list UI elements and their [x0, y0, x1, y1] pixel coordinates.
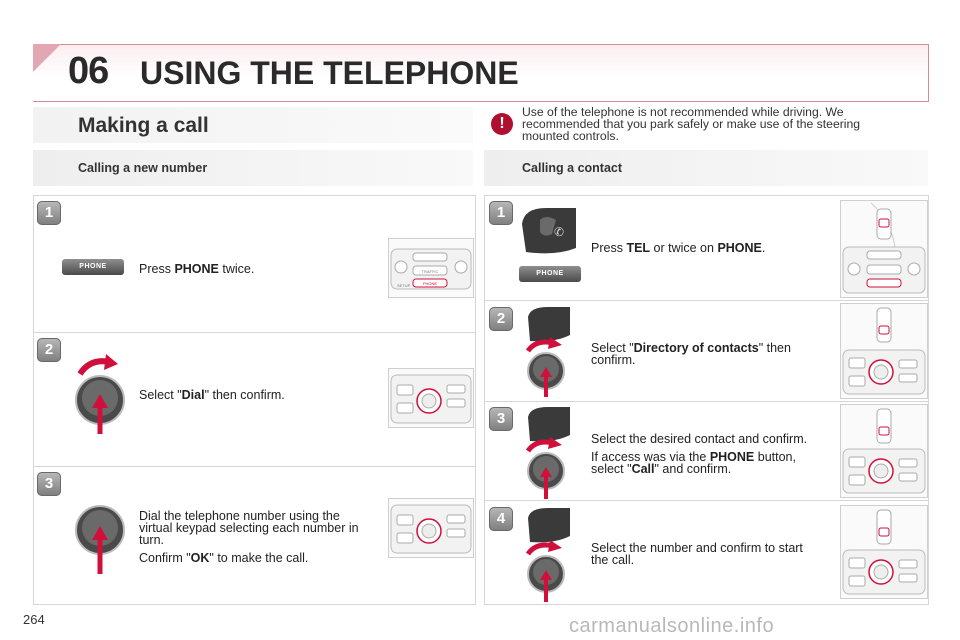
- step-instruction: Select the desired contact and confirm. …: [591, 433, 821, 481]
- left-subheader-band: [33, 150, 473, 186]
- steering-and-console-icon: [840, 303, 928, 399]
- step-paragraph: Select the desired contact and confirm.: [591, 432, 808, 446]
- console-phone-label: PHONE: [423, 281, 438, 286]
- step-paragraph: Confirm "OK" to make the call.: [139, 551, 309, 565]
- section-band: [33, 107, 473, 143]
- section-title: Making a call: [78, 114, 209, 137]
- page-number: 264: [23, 612, 45, 627]
- phone-button-icon: PHONE: [519, 266, 581, 282]
- step-instruction: Select the number and confirm to start t…: [591, 541, 803, 567]
- steering-and-console-icon: [840, 200, 928, 298]
- console-traffic-label: TRAFFIC: [422, 269, 439, 274]
- divider: [484, 401, 929, 402]
- svg-text:✆: ✆: [554, 225, 564, 239]
- step-instruction: Dial the telephone number using the virt…: [139, 510, 359, 570]
- console-setup-label: SETUP: [397, 283, 411, 288]
- step-number-badge: 4: [489, 507, 513, 531]
- steering-and-console-icon: [840, 404, 928, 498]
- left-subheader: Calling a new number: [78, 161, 208, 175]
- divider: [33, 466, 476, 467]
- chapter-fold-decoration: [33, 44, 61, 72]
- divider: [484, 500, 929, 501]
- steering-knob-icon: [525, 407, 570, 499]
- steering-tel-button-icon: ✆: [522, 208, 576, 254]
- push-knob-icon: [75, 505, 125, 574]
- chapter-header-band: [33, 44, 929, 102]
- console-icon: [388, 498, 474, 558]
- steering-knob-icon: [525, 508, 570, 602]
- step-number-badge: 2: [37, 338, 61, 362]
- step-number-badge: 2: [489, 307, 513, 331]
- step-paragraph: Dial the telephone number using the virt…: [139, 509, 359, 547]
- step-number-badge: 3: [489, 407, 513, 431]
- right-subheader-band: [484, 150, 928, 186]
- step-instruction: Select "Dial" then confirm.: [139, 388, 285, 402]
- divider: [484, 300, 929, 301]
- step-number-badge: 1: [489, 201, 513, 225]
- right-subheader: Calling a contact: [522, 161, 623, 175]
- step-number-badge: 1: [37, 201, 61, 225]
- chapter-number: 06: [68, 50, 109, 92]
- step-number-badge: 3: [37, 472, 61, 496]
- steering-knob-icon: [525, 307, 570, 397]
- step-instruction: Press PHONE twice.: [139, 262, 255, 276]
- step-paragraph: If access was via the PHONE button, sele…: [591, 450, 796, 476]
- step-instruction: Select "Directory of contacts" then conf…: [591, 341, 791, 367]
- divider: [33, 332, 476, 333]
- phone-button-icon: PHONE: [62, 259, 124, 275]
- rotary-knob-icon: [75, 354, 125, 434]
- chapter-title: USING THE TELEPHONE: [140, 55, 519, 91]
- warning-text: Use of the telephone is not recommended …: [522, 105, 861, 143]
- step-instruction: Press TEL or twice on PHONE.: [591, 241, 766, 255]
- warning-icon: !: [491, 113, 513, 135]
- steering-and-console-icon: [840, 505, 928, 599]
- console-icon: [388, 368, 474, 428]
- watermark: carmanualsonline.info: [569, 615, 775, 637]
- console-icon: TRAFFIC PHONE SETUP: [388, 238, 474, 298]
